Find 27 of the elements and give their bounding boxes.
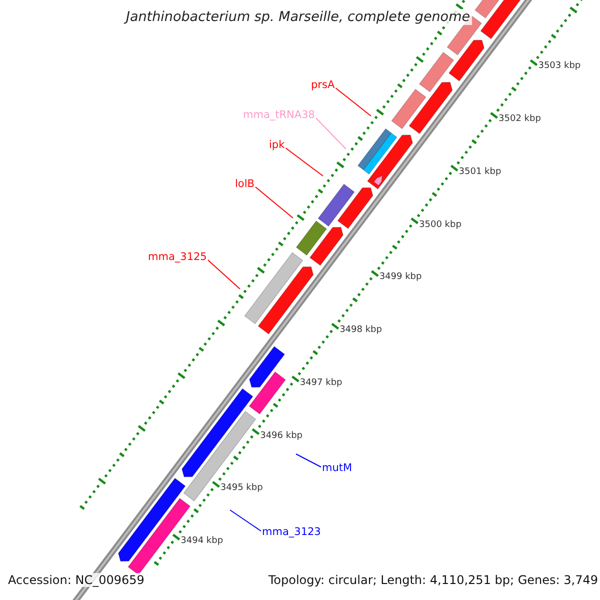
leader-line xyxy=(296,454,322,468)
scale-label: 3494 kbp xyxy=(180,536,224,546)
leader-line xyxy=(254,186,294,218)
scale-label: 3499 kbp xyxy=(379,272,422,282)
scale-label: 3495 kbp xyxy=(220,483,263,494)
scale-label: 3502 kbp xyxy=(498,114,541,124)
genome-info-text: Topology: circular; Length: 4,110,251 bp; Genes: 3,749 xyxy=(266,573,600,587)
leader-line xyxy=(207,260,240,290)
map-title: Janthinobacterium sp. Marseille, complete genome xyxy=(124,9,472,25)
scale-label: 3501 kbp xyxy=(458,166,502,177)
gene-label: lolB xyxy=(235,178,254,190)
gene-label: mma_tRNA38 xyxy=(243,109,315,121)
scale-label: 3503 kbp xyxy=(538,61,581,72)
scale-label: 3496 kbp xyxy=(260,430,303,440)
gene-label: mma_3125 xyxy=(148,251,207,263)
leader-line xyxy=(335,88,372,116)
scale-label: 3498 kbp xyxy=(340,325,382,336)
gene-label: mma_3123 xyxy=(262,526,321,538)
leader-line xyxy=(230,510,262,532)
accession-text: Accession: NC_009659 xyxy=(6,573,146,587)
leader-line xyxy=(285,148,324,176)
gene-label: mutM xyxy=(322,462,352,474)
leader-line xyxy=(315,118,346,150)
scale-label: 3500 kbp xyxy=(419,220,462,230)
gene-label: prsA xyxy=(311,79,335,91)
scale-label: 3497 kbp xyxy=(300,378,342,388)
gene-label: ipk xyxy=(269,139,285,151)
